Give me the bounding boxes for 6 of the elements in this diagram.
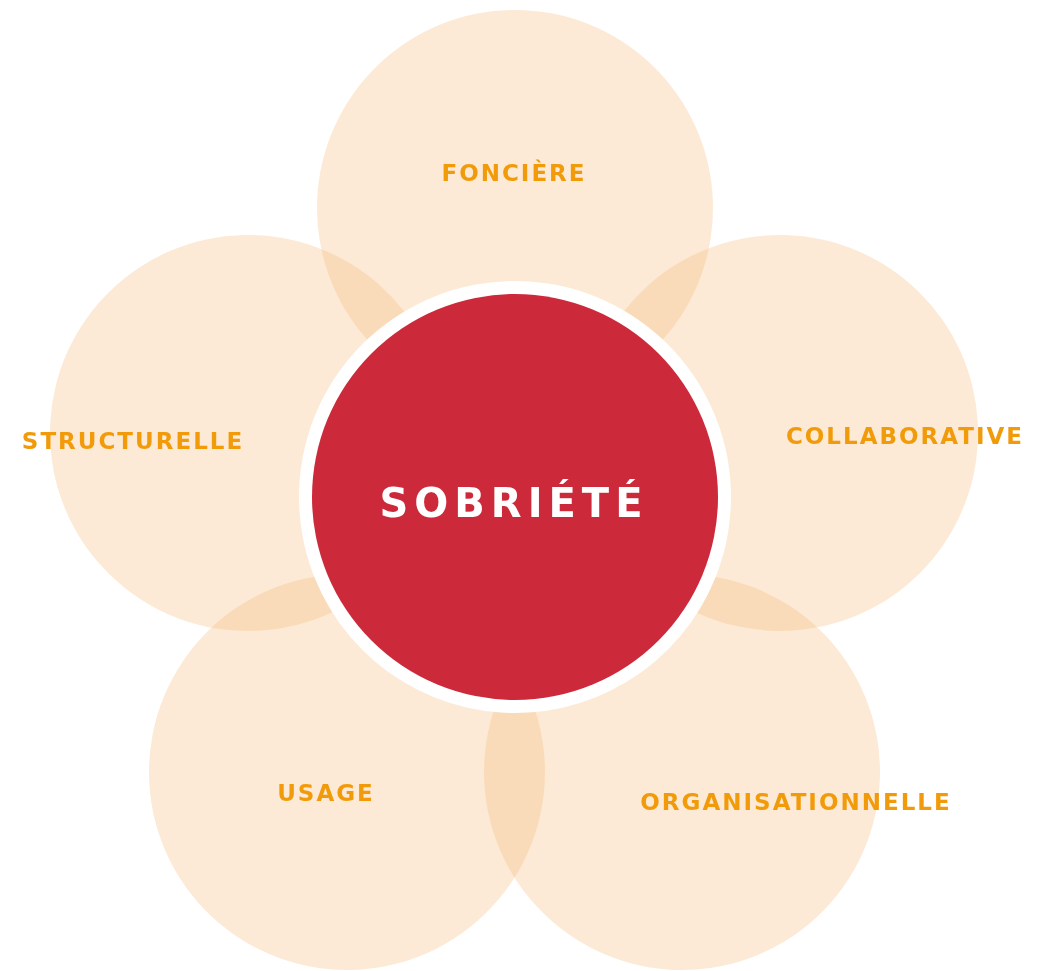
category-label: USAGE bbox=[277, 780, 375, 806]
center-label: SOBRIÉTÉ bbox=[379, 480, 649, 526]
category-label: STRUCTURELLE bbox=[21, 428, 245, 454]
category-label: COLLABORATIVE bbox=[785, 423, 1025, 449]
category-label: ORGANISATIONNELLE bbox=[640, 789, 952, 815]
category-label: FONCIÈRE bbox=[441, 160, 587, 186]
